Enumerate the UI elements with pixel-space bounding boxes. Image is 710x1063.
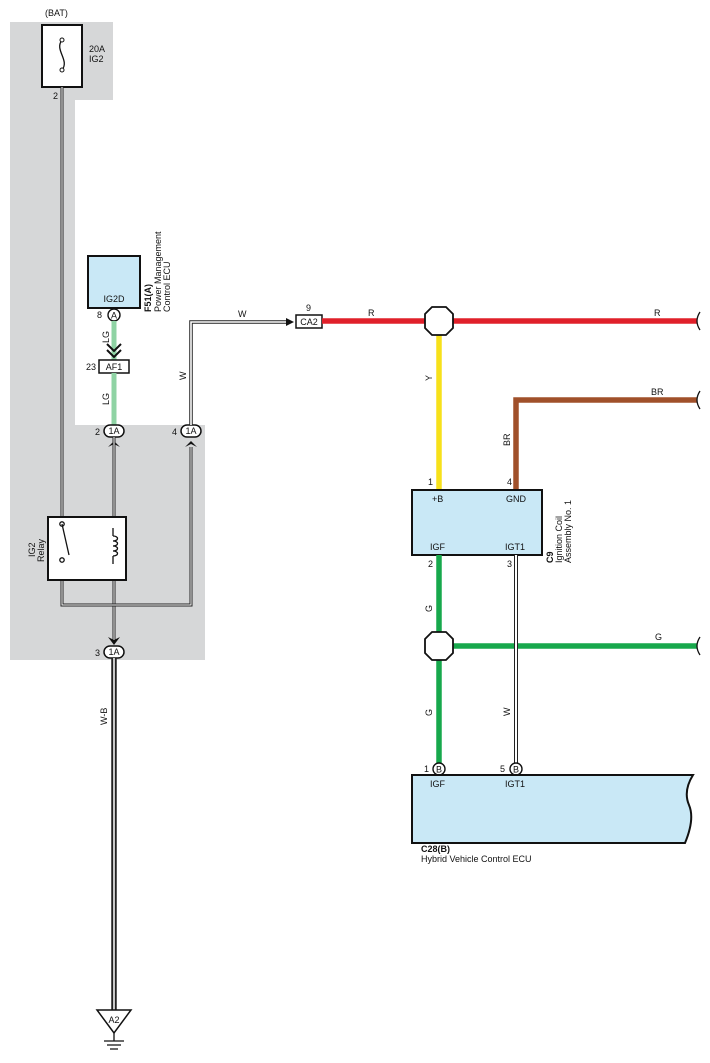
connector-1a-pin-2: 2 <box>95 427 100 437</box>
wire-label-y: Y <box>424 375 434 381</box>
coil-name-2: Assembly No. 1 <box>563 500 573 563</box>
ecu-pm-code: F51(A) <box>143 284 153 312</box>
relay-type: Relay <box>36 538 46 562</box>
fuse-rating: 20A <box>89 44 105 54</box>
wire-w-upper <box>189 320 286 425</box>
wire-label-w-horizontal: W <box>238 309 247 319</box>
hv-ecu-terminal-igt1: IGT1 <box>505 779 525 789</box>
connector-1a-pin-3: 3 <box>95 648 100 658</box>
coil-terminal-plus-b: +B <box>432 494 443 504</box>
hybrid-vehicle-control-ecu <box>411 774 695 844</box>
ca2-pin: 9 <box>306 303 311 313</box>
splice-green <box>424 631 454 661</box>
ecu-pm-pin: 8 <box>97 310 102 320</box>
hv-ecu-pin-igt1-marker: B <box>509 762 523 776</box>
fuse-20a-ig2 <box>41 24 83 88</box>
coil-terminal-gnd: GND <box>506 494 527 504</box>
coil-pin-gnd: 4 <box>507 477 512 487</box>
svg-text:1A: 1A <box>108 426 119 436</box>
wire-brown-continuation-mark <box>696 390 701 410</box>
ecu-pm-name-1: Power Management <box>153 231 163 312</box>
coil-pin-plus-b: 1 <box>428 477 433 487</box>
hv-ecu-code: C28(B) <box>421 844 450 854</box>
fuse-pin: 2 <box>53 91 58 101</box>
connector-1a-w: 1A <box>180 424 202 438</box>
hv-ecu-pin-igt1: 5 <box>500 764 505 774</box>
ig2-relay <box>47 516 127 581</box>
coil-name-1: Ignition Coil <box>554 516 564 563</box>
svg-text:A2: A2 <box>108 1015 119 1025</box>
wire-label-w-vertical: W <box>178 371 188 380</box>
connector-1a-pin-4: 4 <box>172 427 177 437</box>
wire-label-w-igt1: W <box>502 707 512 716</box>
connector-1a-lg: 1A <box>103 424 125 438</box>
connector-1a-wb-arrow <box>108 637 120 645</box>
relay-switch-symbol <box>59 521 119 564</box>
wire-label-br-vertical: BR <box>502 433 512 446</box>
coil-code: C9 <box>545 551 555 563</box>
wire-label-g-upper: G <box>424 605 434 612</box>
in-line-connector-chevrons <box>106 343 122 359</box>
wire-relay-switch-out <box>60 447 193 607</box>
svg-text:B: B <box>513 765 519 775</box>
wire-w-arrowhead <box>286 318 294 326</box>
coil-pin-igf: 2 <box>428 559 433 569</box>
ecu-pm-name-2: Control ECU <box>162 261 172 312</box>
hv-ecu-name: Hybrid Vehicle Control ECU <box>421 854 532 864</box>
svg-text:A: A <box>111 311 117 321</box>
wire-label-br-right: BR <box>651 387 664 397</box>
wire-label-lg-top: LG <box>101 331 111 343</box>
power-management-ecu <box>87 255 141 309</box>
wire-brown <box>513 397 697 490</box>
wire-green-continuation-mark <box>696 636 701 656</box>
connector-1a-wb: 1A <box>103 645 125 659</box>
wire-red-continuation-mark <box>696 311 701 331</box>
wire-label-g-right: G <box>655 632 662 642</box>
wire-label-wb: W-B <box>99 708 109 725</box>
relay-name: IG2 <box>27 542 37 557</box>
fuse-source-label: (BAT) <box>45 8 68 18</box>
fuse-name: IG2 <box>89 54 104 64</box>
hv-ecu-terminal-igf: IGF <box>430 779 446 789</box>
hv-ecu-pin-igf: 1 <box>424 764 429 774</box>
coil-terminal-igt1: IGT1 <box>505 542 525 552</box>
wire-label-r-left: R <box>368 308 375 318</box>
connector-af1: AF1 <box>98 359 130 374</box>
wire-label-r-right: R <box>654 308 661 318</box>
splice-red-yellow <box>424 306 454 336</box>
ignition-coil-assembly <box>411 489 543 556</box>
svg-text:1A: 1A <box>185 426 196 436</box>
junction-block-panel <box>10 22 205 660</box>
svg-text:AF1: AF1 <box>106 362 123 372</box>
coil-terminal-igf: IGF <box>430 542 446 552</box>
wire-label-lg-bottom: LG <box>101 393 111 405</box>
ecu-pm-terminal: IG2D <box>103 294 125 304</box>
ecu-pm-pin-marker: A <box>107 308 121 322</box>
svg-text:CA2: CA2 <box>300 317 318 327</box>
svg-text:1A: 1A <box>108 647 119 657</box>
connector-ca2: CA2 <box>295 314 323 329</box>
coil-pin-igt1: 3 <box>507 559 512 569</box>
connector-1a-w-arrow <box>185 441 197 447</box>
svg-text:B: B <box>436 765 442 775</box>
wire-label-g-lower: G <box>424 709 434 716</box>
hv-ecu-pin-igf-marker: B <box>432 762 446 776</box>
af1-pin: 23 <box>86 362 96 372</box>
ground-symbol-a2: A2 <box>95 1009 133 1050</box>
